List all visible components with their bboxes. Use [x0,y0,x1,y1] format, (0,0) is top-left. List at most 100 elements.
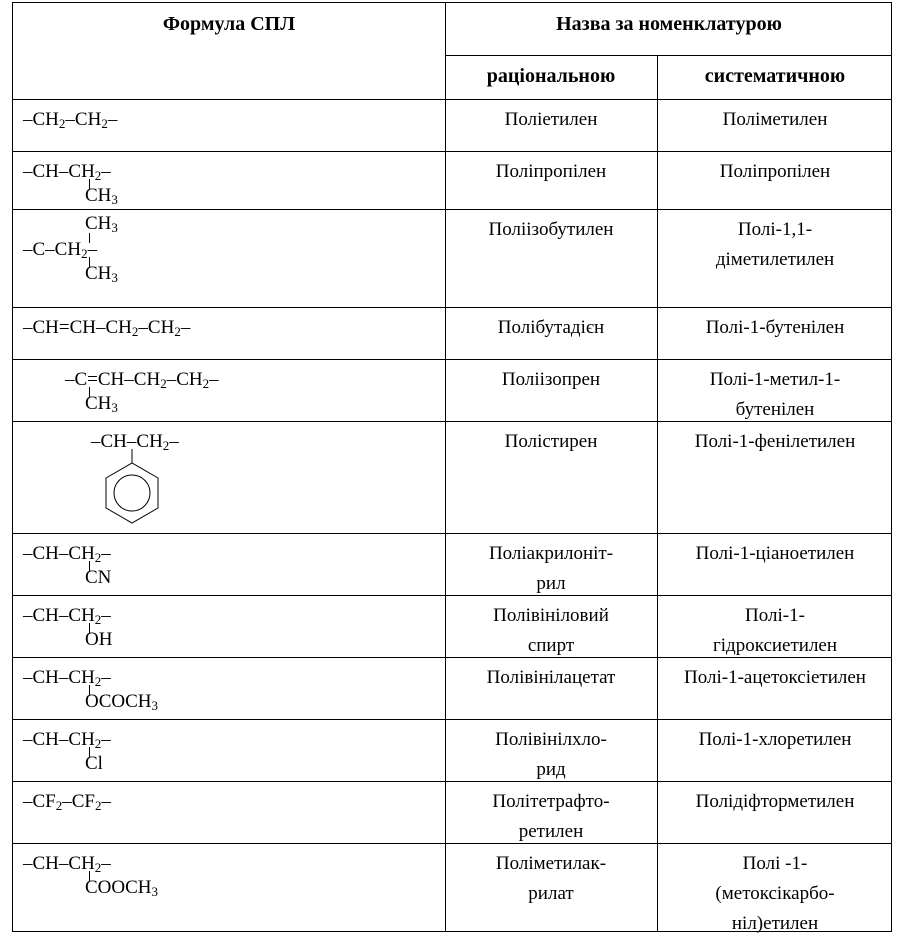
rational-name-cell: Полібутадієн [445,313,657,343]
name-line: Полібутадієн [497,317,605,338]
row-divider [13,843,891,844]
row-divider [13,421,891,422]
table-row: –CH–CH2–COOCH3 Поліметилак-рилат Полі -1- (… [13,843,893,934]
rational-name-cell: Полістирен [445,427,657,457]
row-divider [13,781,891,782]
name-line: Полідіфторметилен [695,791,855,812]
formula-side-group: COOCH3 [85,877,159,899]
rational-name-cell: Поліпропілен [445,157,657,187]
polymer-nomenclature-table: Формула СПЛ Назва за номенклатурою раціо… [12,2,893,934]
name-line: Полі-1-фенілетилен [694,431,856,452]
formula-main-chain: –CH–CH2– [23,667,111,689]
rational-name-cell: Полівінілацетат [445,663,657,693]
bond-line [89,233,90,243]
name-line: ніл)етилен [731,913,819,934]
header-bottom-line [13,99,891,100]
name-line: рил [536,573,566,594]
table-row: –CH=CH–CH2–CH2– Полібутадієн Полі-1-бутені… [13,307,893,359]
bond-line [89,257,90,267]
name-line: гідроксиетилен [712,635,838,656]
name-line: Поліакрилоніт- [488,543,614,564]
formula-cell: –C=CH–CH2–CH2–CH3 [13,359,445,421]
systematic-name-cell: Полі-1-бутенілен [657,313,893,343]
name-line: ретилен [518,821,584,842]
formula-main-chain: –CH–CH2– [23,853,111,875]
row-divider [13,533,891,534]
header-formula: Формула СПЛ [162,13,296,35]
systematic-name-cell: Полі-1-хлоретилен [657,725,893,755]
row-divider [13,719,891,720]
formula-main-chain: –C=CH–CH2–CH2– [65,369,219,391]
name-line: (метоксікарбо- [715,883,835,904]
name-line: Полі-1-ацетоксіетилен [684,667,866,688]
systematic-name-cell: Полідіфторметилен [657,787,893,817]
table-row: –CH–CH2–CH3 Поліпропілен Поліпропілен [13,151,893,209]
systematic-name-cell: Полі-1,1- діметилетилен [657,215,893,275]
systematic-name-cell: Полі-1-метил-1-бутенілен [657,365,893,425]
name-line: Поліпропілен [495,161,607,182]
name-line: Політетрафто- [492,791,610,812]
formula-main-chain: –CH–CH2– [23,161,111,183]
formula-main-chain: –CH–CH2– [23,543,111,565]
systematic-name-cell: Полі-1-ціаноетилен [657,539,893,569]
rational-name-cell: Полівінілхло-рид [445,725,657,785]
col-divider-names [657,55,658,931]
formula-cell: –CH=CH–CH2–CH2– [13,307,445,359]
row-divider [13,151,891,152]
systematic-name-cell: Поліметилен [657,105,893,135]
bond-line [89,747,90,757]
name-line: Поліметилен [722,109,828,130]
name-line: рилат [528,883,574,904]
name-line: Поліізопрен [501,369,601,390]
name-line: Полі-1-хлоретилен [698,729,852,750]
row-divider [13,307,891,308]
row-divider [13,359,891,360]
bond-line [89,561,90,571]
name-line: Полі -1- [742,853,808,874]
header-names: Назва за номенклатурою [556,13,782,35]
bond-line [89,623,90,633]
formula-side-group: OH [85,629,113,650]
name-line: Полі-1,1- [737,219,813,240]
name-line: рид [536,759,566,780]
rational-name-cell: Поліакрилоніт-рил [445,539,657,599]
row-divider [13,657,891,658]
bond-line [89,871,90,881]
name-line: бутенілен [735,399,815,420]
row-divider [13,209,891,210]
formula-side-group: CH3 [85,263,118,285]
formula-cell: –CH–CH2–Cl [13,719,445,781]
formula-top-group: CH3 [85,213,118,235]
formula-cell: –CH–CH2–OH [13,595,445,657]
name-line: Поліізобутилен [488,219,614,240]
formula-cell: –CH–CH2–CH3 [13,151,445,209]
formula-cell: –CF2–CF2– [13,781,445,843]
header-rational: раціональною [486,65,616,87]
formula-cell: –CH–CH2–CN [13,533,445,595]
name-line: діметилетилен [715,249,835,270]
table-row: –CH–CH2–OCOCH3 Полівінілацетат Полі-1-ацет… [13,657,893,719]
name-line: Полівінілацетат [486,667,616,688]
formula-side-group: OCOCH3 [85,691,159,713]
benzene-ring-icon [105,449,159,524]
systematic-name-cell: Полі-1-ацетоксіетилен [657,663,893,693]
name-line: Поліметилак- [495,853,607,874]
formula-side-group: CN [85,567,112,588]
systematic-name-cell: Поліпропілен [657,157,893,187]
header-subdivider [445,55,891,56]
name-line: Полівініловий [493,605,609,626]
formula-side-group: CH3 [85,185,118,207]
name-line: Полі-1-бутенілен [705,317,845,338]
formula-main-chain: –CH2–CH2– [23,109,118,131]
row-divider [13,595,891,596]
rational-name-cell: Поліізопрен [445,365,657,395]
formula-side-group: CH3 [85,393,118,415]
bond-line [89,685,90,695]
name-line: Полі-1-ціаноетилен [695,543,855,564]
